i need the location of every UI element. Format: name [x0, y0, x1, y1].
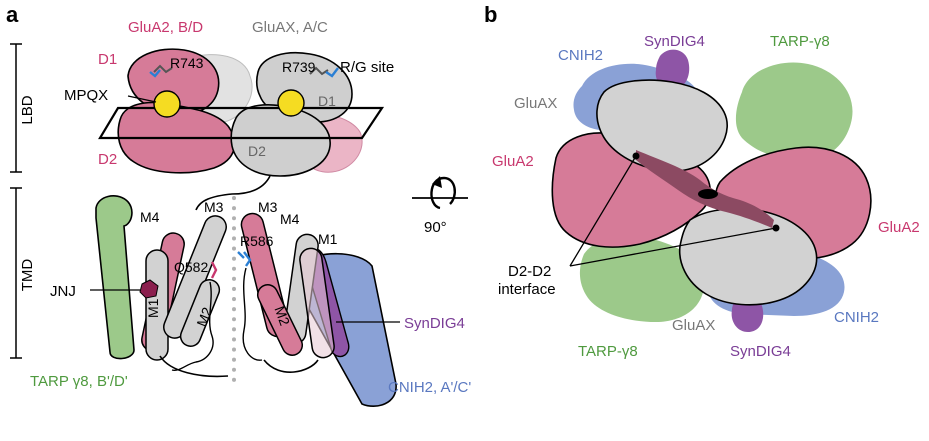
- cnih2-ac-label: CNIH2, A'/C': [388, 379, 471, 396]
- jnj-label: JNJ: [50, 283, 76, 300]
- syndig4-top-blob: [655, 49, 690, 91]
- glua2-right-label: GluA2: [878, 219, 920, 236]
- cnih2-bottom-label: CNIH2: [834, 309, 879, 326]
- q582-residue: [210, 261, 218, 279]
- panel-a-letter: a: [6, 2, 19, 27]
- d2d2-label-line1: D2-D2: [508, 263, 551, 280]
- m2-right-label: M2: [271, 304, 293, 328]
- tarp-bd-label: TARP γ8, B'/D': [30, 373, 128, 390]
- tarp-bottom-blob: [579, 236, 704, 322]
- left-loop: [171, 281, 214, 372]
- r739-residue: [309, 66, 339, 78]
- tmd-label: TMD: [19, 259, 36, 292]
- d2d2-pointer-b: [569, 227, 777, 267]
- syndig4-top-label: SynDIG4: [644, 33, 705, 50]
- m4-left-label: M4: [140, 209, 160, 225]
- m1-left-helix: [145, 249, 169, 361]
- r739-label: R739: [282, 59, 316, 75]
- m2-right-helix: [256, 284, 304, 356]
- panel-a: a LBD TMD: [6, 2, 471, 408]
- panel-b-letter: b: [484, 2, 497, 27]
- gluax-d1-label: D1: [318, 93, 336, 109]
- tarp-top-blob: [735, 62, 853, 160]
- central-interface: [636, 150, 774, 228]
- gluax-top-label: GluAX: [514, 95, 557, 112]
- m4-right-label: M4: [280, 211, 300, 227]
- rotation-icon: [412, 176, 468, 210]
- mpqx-label: MPQX: [64, 87, 108, 104]
- gluax-bottom-label: GluAX: [672, 317, 715, 334]
- tarp-bottom-label: TARP-γ8: [578, 343, 638, 360]
- syndig4-a-label: SynDIG4: [404, 315, 465, 332]
- central-pore: [698, 189, 718, 199]
- r586-residue: [237, 251, 252, 267]
- right-loop: [242, 267, 263, 361]
- rotation-label: 90°: [424, 219, 447, 236]
- glua2-d2-label: D2: [98, 151, 117, 168]
- mpqx-ligand-right: [277, 89, 305, 117]
- cnih2-top-label: CNIH2: [558, 47, 603, 64]
- glua2-left-label: GluA2: [492, 153, 534, 170]
- q582-label: Q582: [174, 259, 208, 275]
- gluax-ac-label: GluAX, A/C: [252, 19, 328, 36]
- m1-left-label: M1: [145, 298, 161, 318]
- m3-left-label: M3: [204, 199, 224, 215]
- rg-site-label: R/G site: [340, 59, 394, 76]
- tmd-bracket: [10, 187, 22, 359]
- m1-right-label: M1: [318, 231, 338, 247]
- glua2-bd-label: GluA2, B/D: [128, 19, 203, 36]
- panel-b: b CNIH2 SynDIG4 TARP-γ8 GluAX GluA2 GluA…: [484, 2, 920, 360]
- right-ctail: [263, 359, 319, 373]
- d2d2-pointer-a: [569, 155, 637, 267]
- tarp-top-label: TARP-γ8: [770, 33, 830, 50]
- lbd-tmd-linker: [195, 175, 271, 211]
- left-ctail: [159, 355, 229, 378]
- r586-label: R586: [240, 233, 274, 249]
- gluax-top-blob: [596, 79, 728, 173]
- glua2-d1-label: D1: [98, 51, 117, 68]
- right-tmd-helices: [240, 212, 335, 359]
- tarp-gamma8-helix: [95, 195, 135, 360]
- d2d2-label-line2: interface: [498, 281, 556, 298]
- lbd-bracket: [10, 43, 22, 173]
- m3-right-label: M3: [258, 199, 278, 215]
- syndig4-bottom-label: SynDIG4: [730, 343, 791, 360]
- m2-left-label: M2: [193, 305, 215, 329]
- jnj-ligand: [139, 279, 159, 299]
- gluax-d2-label: D2: [248, 143, 266, 159]
- m1-right-helix: [299, 247, 335, 359]
- mpqx-ligand-left: [153, 90, 181, 118]
- lbd-label: LBD: [19, 95, 36, 124]
- mpqx-pointer: [127, 95, 157, 103]
- r743-label: R743: [170, 55, 204, 71]
- r743-residue: [149, 64, 173, 78]
